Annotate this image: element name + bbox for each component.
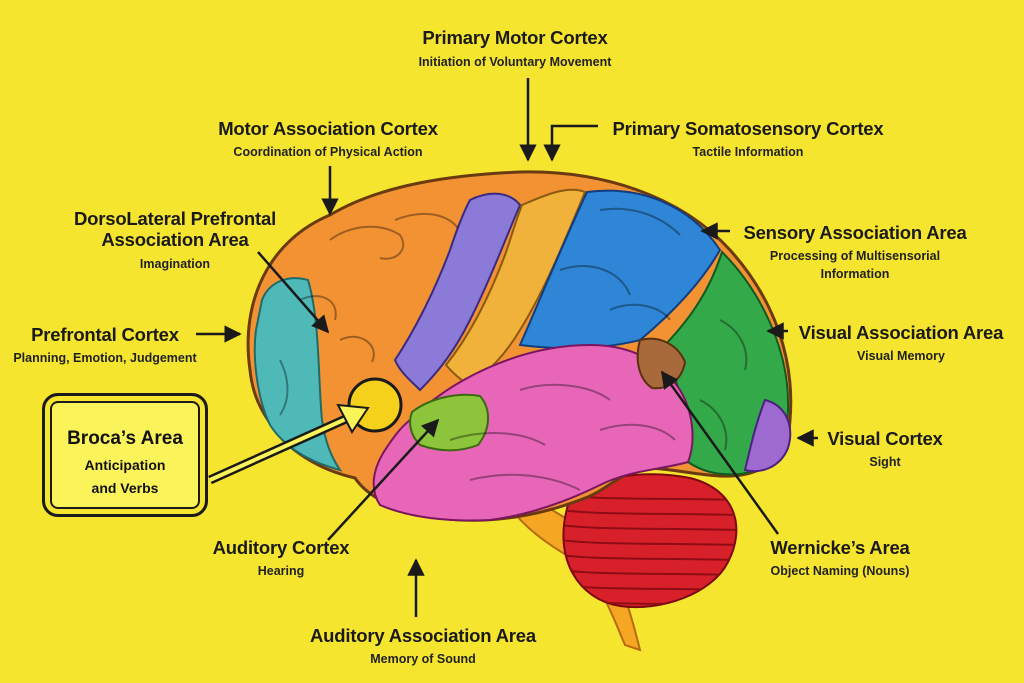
visual-cortex-region <box>743 398 792 473</box>
label-prefrontal-cortex: Prefrontal Cortex Planning, Emotion, Jud… <box>13 324 196 366</box>
dorsolateral-sub: Imagination <box>139 256 211 271</box>
label-visual-association-area: Visual Association Area Visual Memory <box>798 322 1004 364</box>
auditory-cortex-sub: Hearing <box>257 564 305 579</box>
broca-title: Broca’s Area <box>67 428 183 449</box>
arrow-somatosensory <box>543 124 598 162</box>
visual-association-title: Visual Association Area <box>798 322 1004 343</box>
broca-callout-box: Broca’s Area Anticipation and Verbs <box>42 393 208 517</box>
arrow-auditory-cortex <box>327 418 440 541</box>
label-motor-association-cortex: Motor Association Cortex Coordination of… <box>218 118 438 160</box>
prefrontal-sub: Planning, Emotion, Judgement <box>13 351 197 366</box>
gyri-texture <box>279 207 748 491</box>
visual-association-region <box>658 250 790 476</box>
label-auditory-cortex: Auditory Cortex Hearing <box>213 537 350 579</box>
primary-motor-sub: Initiation of Voluntary Movement <box>418 55 612 70</box>
motor-association-title: Motor Association Cortex <box>218 118 438 139</box>
label-dorsolateral-prefrontal: DorsoLateral Prefrontal Association Area… <box>74 208 276 271</box>
sensory-association-sub-1: Processing of Multisensorial <box>769 249 941 264</box>
arrow-broca <box>208 403 370 485</box>
label-primary-somatosensory-cortex: Primary Somatosensory Cortex Tactile Inf… <box>613 118 884 160</box>
visual-cortex-title: Visual Cortex <box>827 428 943 449</box>
wernicke-title: Wernicke’s Area <box>770 537 910 558</box>
auditory-association-title: Auditory Association Area <box>310 625 536 646</box>
somatosensory-sub: Tactile Information <box>692 145 804 160</box>
prefrontal-region <box>253 277 343 472</box>
arrow-dorsolateral <box>257 251 330 334</box>
sensory-association-sub-2: Information <box>820 266 890 281</box>
visual-cortex-sub: Sight <box>869 455 901 470</box>
arrow-wernicke <box>660 370 780 535</box>
dorsolateral-title-1: DorsoLateral Prefrontal <box>73 208 277 229</box>
pointer-arrows <box>196 78 818 617</box>
prefrontal-title: Prefrontal Cortex <box>31 324 179 345</box>
label-visual-cortex: Visual Cortex Sight <box>827 428 943 470</box>
visual-association-sub: Visual Memory <box>856 349 945 364</box>
primary-motor-title: Primary Motor Cortex <box>422 27 608 48</box>
broca-sub-1: Anticipation <box>84 457 166 473</box>
label-primary-motor-cortex: Primary Motor Cortex Initiation of Volun… <box>419 27 612 70</box>
label-wernickes-area: Wernicke’s Area Object Naming (Nouns) <box>770 537 909 579</box>
wernicke-sub: Object Naming (Nouns) <box>770 564 910 579</box>
auditory-association-sub: Memory of Sound <box>370 652 476 667</box>
label-sensory-association-area: Sensory Association Area Processing of M… <box>743 222 966 281</box>
broca-sub-2: and Verbs <box>91 480 159 496</box>
somatosensory-title: Primary Somatosensory Cortex <box>612 118 884 139</box>
motor-association-sub: Coordination of Physical Action <box>233 145 423 160</box>
label-auditory-association-area: Auditory Association Area Memory of Soun… <box>310 625 536 667</box>
auditory-cortex-title: Auditory Cortex <box>212 537 350 558</box>
primary-motor-region <box>393 192 522 392</box>
sensory-association-title: Sensory Association Area <box>743 222 967 243</box>
dorsolateral-title-2: Association Area <box>101 229 249 251</box>
